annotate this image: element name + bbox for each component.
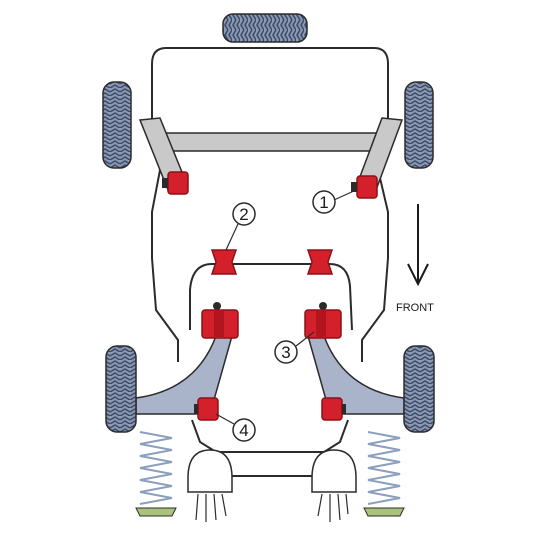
callout-3: 3 [274,331,315,364]
rear-left-wheel [105,345,137,433]
callout-2-label: 2 [239,205,248,224]
front-right-wheel [404,81,434,169]
rear-subframe [189,263,353,331]
rear-right-damper [311,449,357,522]
callout-3-label: 3 [281,343,290,362]
front-direction-arrow [407,204,429,287]
rear-left-damper [187,449,233,522]
rear-right-spring [363,431,405,517]
front-left-wheel [102,81,132,169]
callout-4-label: 4 [239,421,248,440]
callout-1: 1 [312,189,357,214]
bush-subframe-right [306,249,334,275]
bush-rear-outer-left [194,397,219,421]
spare-tyre [222,13,308,43]
callout-2: 2 [225,202,256,251]
rear-lower-frame [191,419,349,477]
front-label: FRONT [396,302,434,314]
rear-left-spring [135,431,177,517]
bush-subframe-left [210,249,238,275]
rear-right-wheel [403,345,435,433]
bush-rear-inner-right [304,302,342,339]
callout-1-label: 1 [319,193,328,212]
bush-rear-outer-right [321,397,346,421]
vehicle-body-outline [151,47,389,362]
bush-front-left [162,171,189,195]
bush-front-right [351,175,378,199]
bush-rear-inner-left [201,302,239,339]
callout-4: 4 [215,413,256,442]
